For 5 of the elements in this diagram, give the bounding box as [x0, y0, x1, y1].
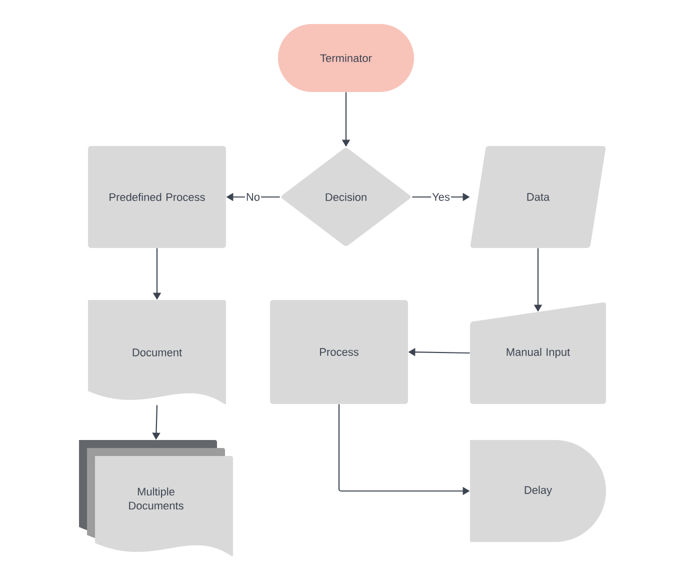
edge-label: No [244, 192, 262, 202]
edge-label: Yes [431, 192, 451, 202]
process-box: Predefined Process [88, 146, 226, 248]
process-box: Process [270, 300, 408, 404]
data-parallelogram: Data [470, 146, 606, 248]
